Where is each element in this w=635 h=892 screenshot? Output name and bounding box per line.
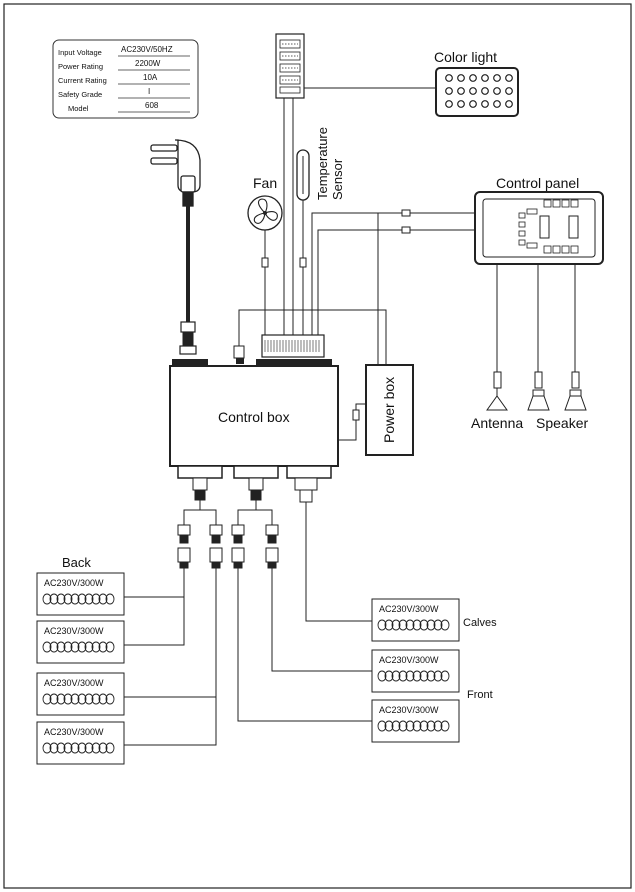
heating-coil-icon bbox=[42, 593, 115, 605]
heater-calves: AC230V/300W bbox=[371, 598, 460, 642]
power-plug-icon bbox=[150, 139, 201, 207]
heater-back-1: AC230V/300W bbox=[36, 572, 125, 616]
spec-value-current-rating: 10A bbox=[143, 73, 158, 82]
split-connectors bbox=[177, 524, 279, 569]
fan-icon bbox=[247, 195, 283, 231]
control-panel-label: Control panel bbox=[496, 175, 579, 191]
output-plugs bbox=[192, 477, 318, 503]
heater-back-1-rating: AC230V/300W bbox=[44, 578, 104, 588]
heater-back-4: AC230V/300W bbox=[36, 721, 125, 765]
spec-label-current-rating: Current Rating bbox=[58, 76, 107, 85]
control-box-label: Control box bbox=[218, 409, 290, 425]
spec-plate: Input Voltage AC230V/50HZ Power Rating 2… bbox=[52, 39, 199, 119]
spec-label-model: Model bbox=[68, 104, 89, 113]
spec-value-model: 608 bbox=[145, 101, 159, 110]
temperature-sensor-icon bbox=[296, 149, 310, 201]
control-box-top-strip bbox=[256, 359, 332, 367]
panel-connector-2 bbox=[401, 226, 411, 234]
heating-coil-icon bbox=[42, 641, 115, 653]
power-box-label: Power box bbox=[381, 377, 397, 443]
control-panel-icon bbox=[474, 191, 604, 265]
heating-coil-icon bbox=[42, 742, 115, 754]
heater-front-1-rating: AC230V/300W bbox=[379, 655, 439, 665]
antenna-label: Antenna bbox=[471, 415, 523, 431]
spec-value-safety-grade: I bbox=[148, 87, 150, 96]
heating-coil-icon bbox=[42, 693, 115, 705]
spec-value-power-rating: 2200W bbox=[135, 59, 161, 68]
power-box bbox=[365, 364, 414, 456]
powerbox-link-wire bbox=[338, 403, 366, 441]
heater-front-2-rating: AC230V/300W bbox=[379, 705, 439, 715]
output-sockets bbox=[177, 465, 332, 479]
small-top-connector bbox=[233, 309, 387, 365]
panel-connector-1 bbox=[401, 209, 411, 217]
control-box-top-plug bbox=[172, 359, 208, 367]
antenna-icon bbox=[486, 371, 508, 411]
heating-coil-icon bbox=[377, 670, 450, 682]
spec-label-input-voltage: Input Voltage bbox=[58, 48, 102, 57]
front-label: Front bbox=[467, 689, 493, 701]
powerbox-link-connector bbox=[352, 409, 360, 421]
terminal-strip bbox=[261, 334, 325, 358]
heating-coil-icon bbox=[377, 619, 450, 631]
power-connector bbox=[179, 321, 197, 355]
page-border bbox=[3, 3, 632, 889]
temperature-sensor-label-line2: Sensor bbox=[330, 158, 345, 200]
heater-front-2: AC230V/300W bbox=[371, 699, 460, 743]
back-label: Back bbox=[62, 555, 91, 570]
heater-back-4-rating: AC230V/300W bbox=[44, 727, 104, 737]
fan-label: Fan bbox=[253, 175, 277, 191]
heater-back-3-rating: AC230V/300W bbox=[44, 678, 104, 688]
heater-calves-rating: AC230V/300W bbox=[379, 604, 439, 614]
sensor-connector bbox=[299, 257, 307, 268]
heating-coil-icon bbox=[377, 720, 450, 732]
control-box bbox=[169, 365, 339, 467]
split-wires bbox=[183, 500, 273, 525]
spec-value-input-voltage: AC230V/50HZ bbox=[121, 45, 173, 54]
speaker-icon-1 bbox=[527, 371, 550, 411]
heater-front-1: AC230V/300W bbox=[371, 649, 460, 693]
top-connector-block bbox=[275, 33, 305, 99]
heater-back-2-rating: AC230V/300W bbox=[44, 626, 104, 636]
audio-wires bbox=[496, 264, 576, 372]
heater-back-2: AC230V/300W bbox=[36, 620, 125, 664]
temperature-sensor-label-line1: Temperature bbox=[315, 127, 330, 200]
spec-label-safety-grade: Safety Grade bbox=[58, 90, 102, 99]
heater-back-3: AC230V/300W bbox=[36, 672, 125, 716]
fan-connector bbox=[261, 257, 269, 268]
color-light-icon bbox=[435, 67, 519, 117]
heater-wires bbox=[124, 502, 372, 746]
speaker-label: Speaker bbox=[536, 415, 588, 431]
spec-label-power-rating: Power Rating bbox=[58, 62, 103, 71]
panel-powerbox-wire bbox=[377, 212, 402, 365]
speaker-icon-2 bbox=[564, 371, 587, 411]
light-wires bbox=[283, 98, 294, 335]
color-light-label: Color light bbox=[434, 49, 497, 65]
calves-label: Calves bbox=[463, 617, 497, 629]
control-panel-wires bbox=[311, 212, 475, 335]
